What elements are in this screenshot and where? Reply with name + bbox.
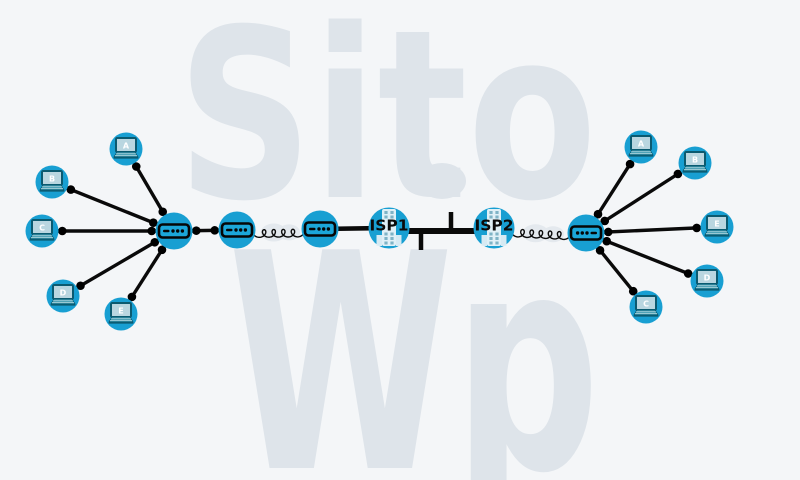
- node-router-2[interactable]: [301, 210, 339, 248]
- node-pc-c-right[interactable]: C: [629, 290, 663, 324]
- node-isp-1[interactable]: ISP1: [368, 207, 410, 249]
- laptop-label: D: [60, 288, 67, 297]
- isp-label: ISP1: [369, 217, 408, 235]
- connection-dot: [593, 209, 603, 219]
- connection-dot: [628, 286, 638, 296]
- connection-dot: [595, 246, 605, 255]
- laptop-icon: [113, 137, 139, 159]
- router-icon: [220, 222, 254, 238]
- node-pc-e-left[interactable]: E: [104, 297, 138, 331]
- node-router-1[interactable]: [218, 211, 256, 249]
- node-pc-e-right[interactable]: E: [700, 210, 734, 244]
- laptop-icon: [682, 151, 708, 173]
- node-pc-b-left[interactable]: B: [35, 165, 69, 199]
- connection-dot: [683, 269, 693, 278]
- node-pc-d-left[interactable]: D: [46, 279, 80, 313]
- node-pc-d-right[interactable]: D: [690, 264, 724, 298]
- laptop-label: E: [118, 306, 123, 315]
- laptop-icon: [50, 284, 76, 306]
- connection-dots: [58, 159, 702, 302]
- isp-building-icon: [481, 209, 507, 246]
- node-pc-c-left[interactable]: C: [25, 214, 59, 248]
- connection-dot: [600, 216, 610, 226]
- laptop-label: A: [638, 139, 645, 148]
- laptop-icon: [39, 170, 65, 192]
- connection-dot: [66, 185, 76, 194]
- laptop-label: C: [39, 223, 45, 232]
- connection-dot: [210, 226, 220, 235]
- nodes: A B C D E ISP1 ISP2 A B E D C: [25, 130, 734, 331]
- connection-dot: [625, 159, 635, 169]
- router-icon: [303, 221, 337, 237]
- connection-dot: [602, 236, 612, 246]
- connection-dot: [158, 207, 168, 217]
- laptop-label: B: [692, 155, 698, 164]
- connection-dot: [127, 292, 137, 302]
- laptop-icon: [694, 269, 720, 291]
- node-isp-2[interactable]: ISP2: [473, 207, 515, 249]
- laptop-label: A: [123, 141, 130, 150]
- laptop-label: C: [643, 299, 649, 308]
- node-pc-a-right[interactable]: A: [624, 130, 658, 164]
- connection-dot: [147, 226, 156, 236]
- connection-dot: [191, 226, 201, 235]
- connection-dot: [157, 245, 167, 255]
- isp-label: ISP2: [474, 217, 513, 235]
- laptop-label: D: [704, 273, 711, 282]
- laptop-icon: [29, 219, 55, 241]
- laptop-icon: [628, 135, 654, 157]
- connection-dot: [58, 226, 67, 236]
- router-icon: [157, 223, 191, 239]
- connection-dot: [692, 223, 702, 233]
- laptop-label: B: [49, 174, 55, 183]
- node-hub-left[interactable]: [155, 212, 193, 250]
- node-pc-b-right[interactable]: B: [678, 146, 712, 180]
- connection-dot: [603, 227, 613, 237]
- laptop-icon: [108, 302, 134, 324]
- router-icon: [569, 225, 603, 241]
- node-hub-right[interactable]: [567, 214, 605, 252]
- laptop-icon: [704, 215, 730, 237]
- laptop-label: E: [714, 219, 719, 228]
- watermark-dot: [418, 163, 466, 199]
- connection-dot: [76, 281, 85, 291]
- node-pc-a-left[interactable]: A: [109, 132, 143, 166]
- link-isp-2-hub-right-serial-coil[interactable]: [510, 228, 571, 241]
- isp-building-icon: [376, 209, 402, 246]
- connection-dot: [131, 162, 141, 171]
- connection-dot: [149, 218, 158, 227]
- connection-dot: [150, 237, 160, 247]
- link-router-1-router-2-serial-coil[interactable]: [252, 228, 305, 238]
- connection-dot: [673, 169, 683, 179]
- laptop-icon: [633, 295, 659, 317]
